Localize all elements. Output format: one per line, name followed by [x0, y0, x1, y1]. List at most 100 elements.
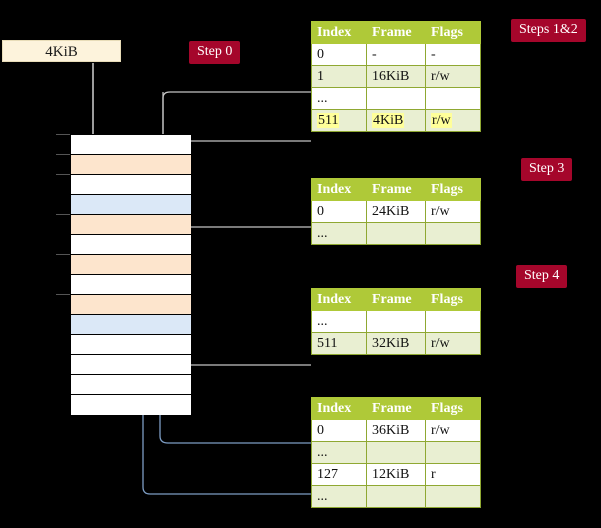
cell-index: 511: [311, 109, 367, 132]
memory-cell-5: [71, 235, 191, 255]
column-header-flags: Flags: [425, 397, 481, 420]
cell-flags: [425, 441, 481, 464]
badge-steps-1-2: Steps 1&2: [511, 19, 586, 42]
memory-cell-11: [71, 355, 191, 375]
badge-step-3-label: Step 3: [529, 161, 565, 176]
cell-index: 0: [311, 43, 367, 66]
cell-flags: r/w: [425, 109, 481, 132]
cell-frame: 24KiB: [366, 200, 426, 223]
badge-step-0-label: Step 0: [197, 44, 233, 59]
badge-steps-1-2-label: Steps 1&2: [519, 22, 578, 37]
cell-frame: 32KiB: [366, 332, 426, 355]
column-header-index: Index: [311, 178, 367, 201]
memory-cell-3: [71, 195, 191, 215]
physical-memory-column: [70, 134, 191, 415]
column-header-flags: Flags: [425, 288, 481, 311]
badge-step-4: Step 4: [516, 265, 568, 288]
wire-table1-0-to-memory: [177, 226, 311, 258]
cell-frame: 16KiB: [366, 65, 426, 88]
table-header-row: Index Frame Flags: [311, 397, 481, 420]
memory-cell-4: [71, 215, 191, 235]
cell-frame: -: [366, 43, 426, 66]
table-row: ...: [311, 222, 481, 245]
table-row: ...: [311, 87, 481, 110]
cell-flags: r/w: [425, 419, 481, 442]
memory-tick-0: [56, 134, 70, 135]
highlight-span: 511: [317, 112, 340, 128]
cell-index: ...: [311, 87, 367, 110]
wire-table3-127-to-memory: [142, 436, 311, 495]
column-header-frame: Frame: [366, 178, 426, 201]
table-header-row: Index Frame Flags: [311, 288, 481, 311]
column-header-flags: Flags: [425, 178, 481, 201]
cell-index: ...: [311, 441, 367, 464]
memory-cell-12: [71, 375, 191, 395]
wire-table2-511-to-memory: [172, 314, 311, 366]
cell-flags: r/w: [425, 65, 481, 88]
cell-index: 127: [311, 463, 367, 486]
cell-frame: [366, 310, 426, 333]
table-row: ...: [311, 485, 481, 508]
memory-cell-6: [71, 255, 191, 275]
memory-cell-8: [71, 295, 191, 315]
value-box-4kib: 4KiB: [2, 40, 121, 62]
table-row: 0--: [311, 43, 481, 66]
cell-frame: [366, 485, 426, 508]
highlight-span: r/w: [431, 112, 452, 128]
table-header-row: Index Frame Flags: [311, 21, 481, 44]
memory-tick-2: [56, 174, 70, 175]
memory-tick-6: [56, 254, 70, 255]
cell-index: ...: [311, 485, 367, 508]
memory-cell-2: [71, 175, 191, 195]
memory-cell-1: [71, 155, 191, 175]
cell-flags: r/w: [425, 332, 481, 355]
column-header-frame: Frame: [366, 21, 426, 44]
table-row: ...: [311, 310, 481, 333]
memory-tick-1: [56, 154, 70, 155]
table-row: ...: [311, 441, 481, 464]
memory-cell-9: [71, 315, 191, 335]
column-header-frame: Frame: [366, 397, 426, 420]
badge-step-4-label: Step 4: [524, 268, 560, 283]
column-header-frame: Frame: [366, 288, 426, 311]
cell-frame: [366, 87, 426, 110]
memory-cell-0: [71, 135, 191, 155]
cell-frame: 4KiB: [366, 109, 426, 132]
cell-flags: -: [425, 43, 481, 66]
memory-tick-8: [56, 294, 70, 295]
memory-cell-10: [71, 335, 191, 355]
value-box-label: 4KiB: [45, 44, 78, 60]
cell-flags: [425, 222, 481, 245]
column-header-index: Index: [311, 21, 367, 44]
cell-index: ...: [311, 310, 367, 333]
memory-cell-13: [71, 395, 191, 415]
table-header-row: Index Frame Flags: [311, 178, 481, 201]
column-header-flags: Flags: [425, 21, 481, 44]
memory-cell-7: [71, 275, 191, 295]
memory-tick-4: [56, 214, 70, 215]
cell-frame: [366, 222, 426, 245]
cell-index: 511: [311, 332, 367, 355]
badge-step-3: Step 3: [521, 158, 573, 181]
table-row: 511 4KiB r/w: [311, 109, 481, 132]
cell-flags: r: [425, 463, 481, 486]
cell-flags: r/w: [425, 200, 481, 223]
cell-frame: 36KiB: [366, 419, 426, 442]
cell-flags: [425, 87, 481, 110]
column-header-index: Index: [311, 397, 367, 420]
cell-index: 0: [311, 419, 367, 442]
cell-index: 1: [311, 65, 367, 88]
highlight-span: 4KiB: [372, 112, 405, 128]
